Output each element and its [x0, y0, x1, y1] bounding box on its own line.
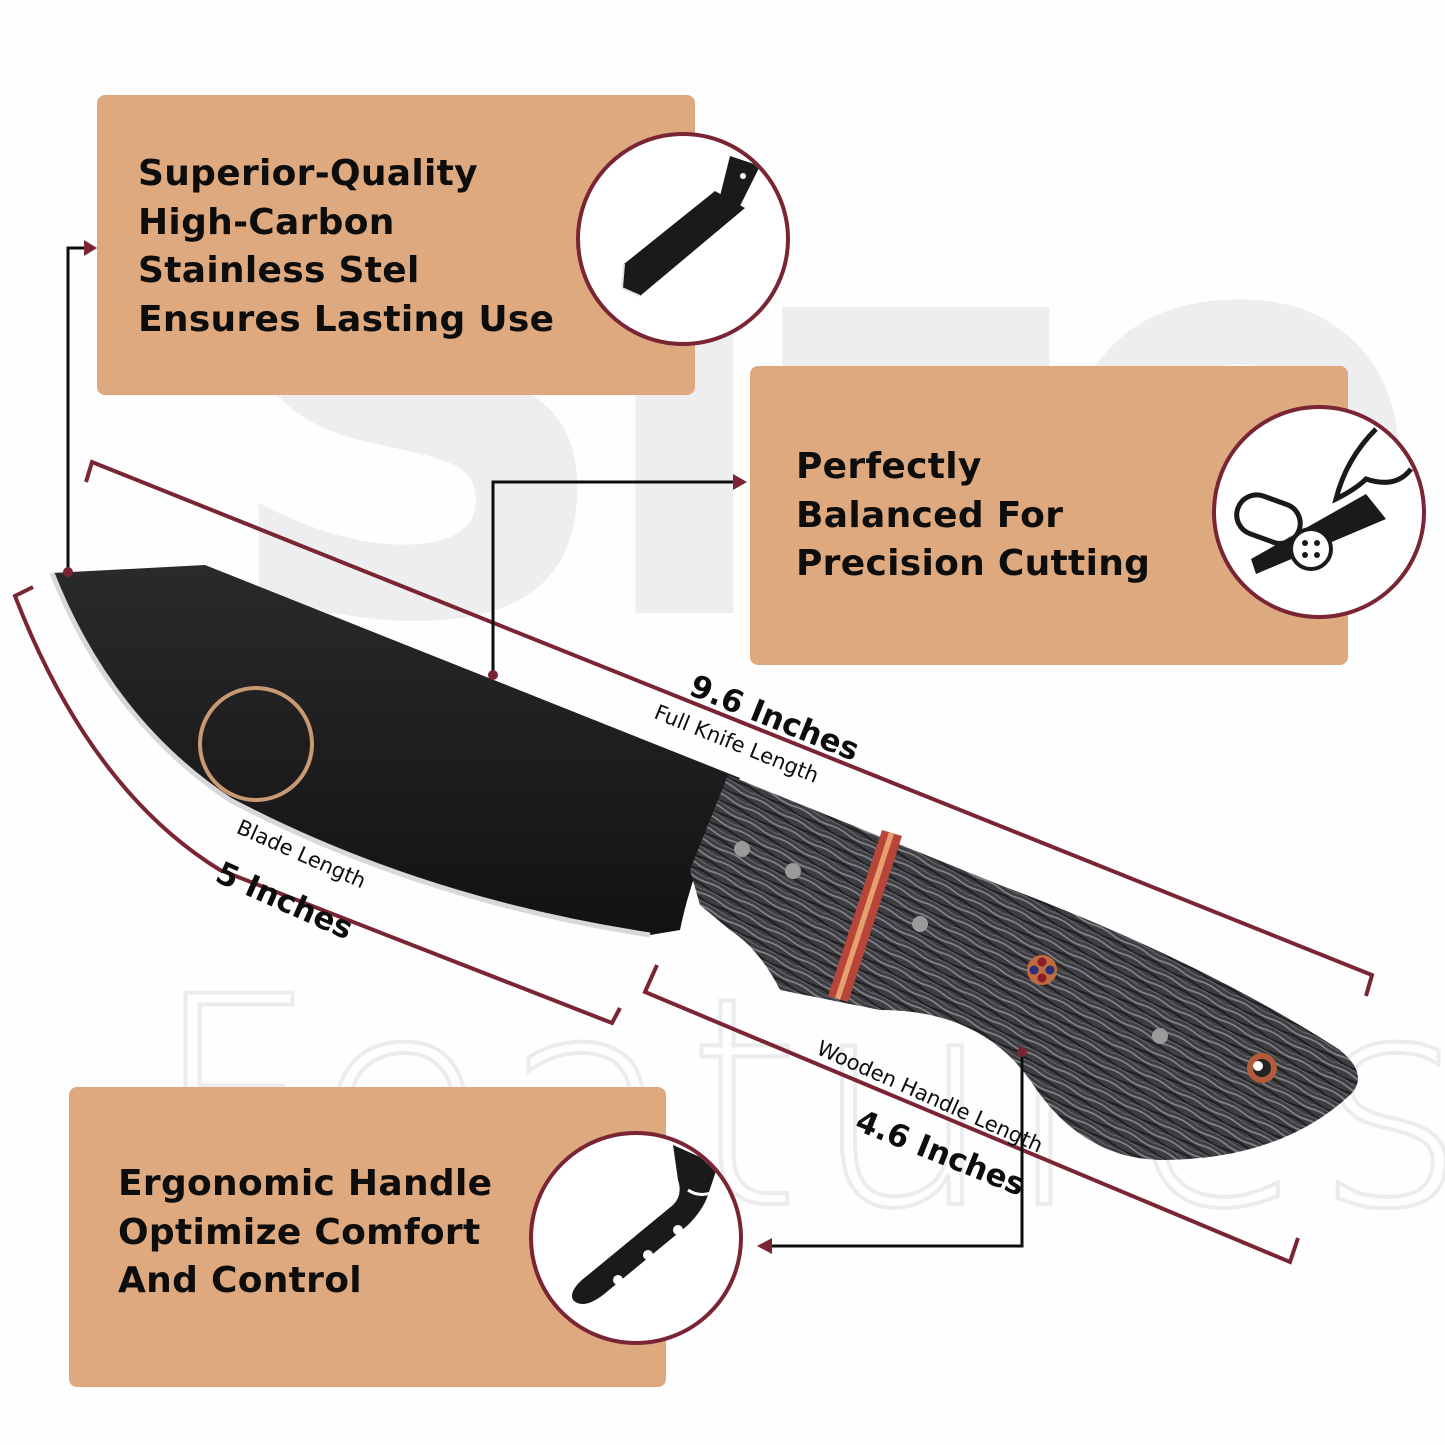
feature-line: Balanced For: [796, 494, 1064, 536]
handle-pin: [734, 841, 750, 857]
connector-balance: [488, 474, 747, 680]
hand-holding-knife-icon: [1234, 427, 1413, 574]
mosaic-pin: [1027, 955, 1057, 985]
feature-line: Precision Cutting: [796, 543, 1151, 584]
etch-highlight-circle: [198, 686, 314, 802]
knife-blade-badge: [576, 132, 790, 346]
balance-badge: [1212, 405, 1426, 619]
handle-pin: [1152, 1028, 1168, 1044]
knife-blade-icon: [620, 156, 760, 297]
connector-quality: [63, 240, 97, 577]
feature-card-ergonomic-text: Ergonomic Handle Optimize Comfort And Co…: [118, 1160, 492, 1306]
knife-handle-icon: [572, 1145, 718, 1304]
handle-badge: [529, 1131, 743, 1345]
blade-length-bracket: [12, 585, 622, 1026]
feature-card-balance-text: Perfectly Balanced For Precision Cutting: [796, 443, 1150, 589]
handle-pin: [912, 916, 928, 932]
connector-ergonomic: [757, 1047, 1027, 1254]
knife-blade: [49, 565, 740, 938]
feature-line: Perfectly: [796, 446, 982, 487]
feature-line: Ergonomic Handle: [118, 1163, 493, 1204]
feature-line: Optimize Comfort: [118, 1211, 481, 1253]
feature-line: Ensures Lasting Use: [138, 298, 555, 340]
handle-length-bracket: [642, 964, 1300, 1265]
feature-line: Stainless Stel: [138, 250, 420, 291]
feature-card-quality-text: Superior-Quality High-Carbon Stainless S…: [138, 150, 554, 344]
full-length-bracket: [84, 459, 1375, 997]
feature-line: And Control: [118, 1260, 362, 1301]
feature-line: Superior-Quality: [138, 153, 478, 194]
feature-line: High-Carbon: [138, 201, 395, 243]
handle-pin: [785, 863, 801, 879]
knife-handle: [690, 775, 1358, 1160]
